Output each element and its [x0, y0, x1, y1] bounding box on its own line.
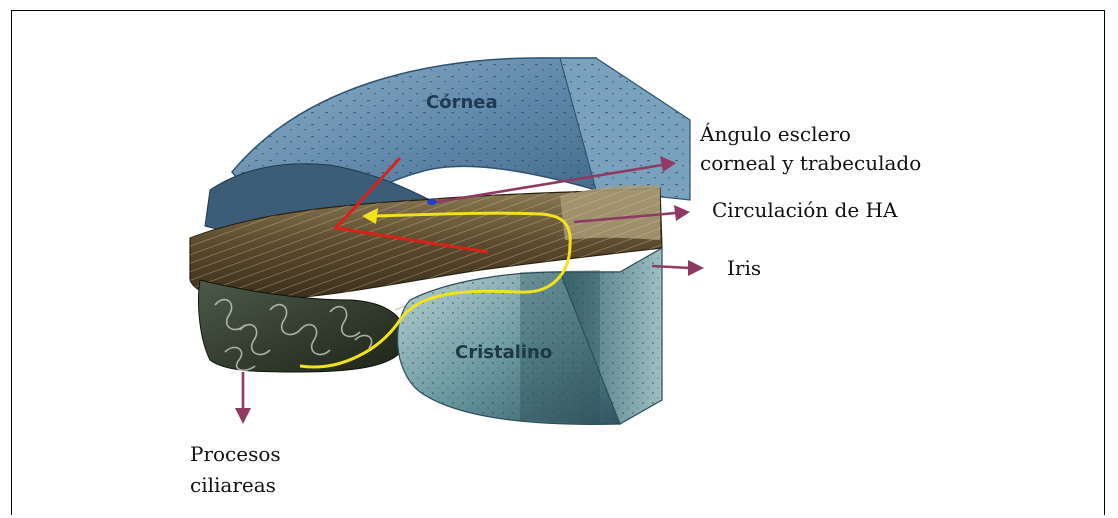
callout-ciliary-line2: ciliareas [190, 472, 276, 499]
callout-angle-line1: Ángulo esclero [700, 121, 851, 148]
callout-angle-line2: corneal y trabeculado [700, 150, 921, 177]
cornea-label: Córnea [426, 92, 498, 113]
lens-label: Cristalino [455, 342, 552, 363]
callout-ciliary-line1: Procesos [190, 441, 281, 468]
callout-iris: Iris [727, 255, 761, 282]
callout-circulation: Circulación de HA [712, 197, 897, 224]
schlemm-canal-marker [427, 199, 437, 205]
